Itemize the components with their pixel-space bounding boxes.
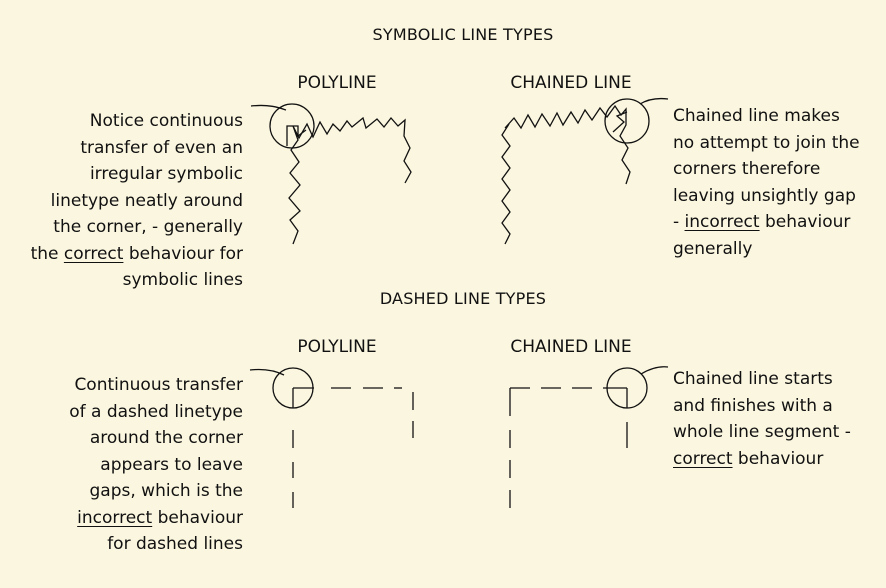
symbolic-chained-leader: [639, 97, 669, 105]
symbolic-left-note: Notice continuous transfer of even an ir…: [30, 111, 243, 290]
symbolic-polyline-corner-circle: [269, 103, 315, 149]
dashed-polyline-leader: [249, 368, 285, 376]
symbolic-chained-horizontal-zigzag: [504, 104, 631, 185]
symbolic-chained-corner-hook: [612, 111, 628, 133]
symbolic-polyline-corner-hook: [286, 125, 307, 146]
dashed-left-note: Continuous transfer of a dashed linetype…: [69, 375, 243, 554]
symbolic-chained-vertical-zigzag: [501, 123, 511, 245]
symbolic-chained-label: CHAINED LINE: [510, 73, 632, 93]
symbolic-polyline-leader: [250, 104, 287, 111]
symbolic-heading: SYMBOLIC LINE TYPES: [372, 25, 554, 44]
symbolic-chained-corner-circle: [604, 98, 650, 144]
dashed-chained-label: CHAINED LINE: [510, 337, 632, 357]
symbolic-polyline-label: POLYLINE: [297, 73, 377, 93]
dashed-polyline-corner-circle: [272, 367, 314, 409]
dashed-chained-segments: [509, 387, 628, 508]
symbolic-right-note: Chained line makes no attempt to join th…: [673, 106, 860, 259]
symbolic-polyline-zigzag: [288, 116, 412, 245]
dashed-polyline-segments: [292, 387, 414, 508]
dashed-right-note: Chained line starts and finishes with a …: [673, 369, 851, 469]
incorrect-emphasis: incorrect: [77, 507, 153, 528]
dashed-polyline-label: POLYLINE: [297, 337, 377, 357]
dashed-heading: DASHED LINE TYPES: [379, 289, 547, 308]
dashed-chained-leader: [640, 366, 669, 375]
dashed-chained-corner-circle: [606, 367, 648, 409]
incorrect-emphasis: incorrect: [684, 212, 760, 232]
correct-emphasis: correct: [673, 448, 733, 469]
correct-emphasis: correct: [63, 243, 124, 264]
